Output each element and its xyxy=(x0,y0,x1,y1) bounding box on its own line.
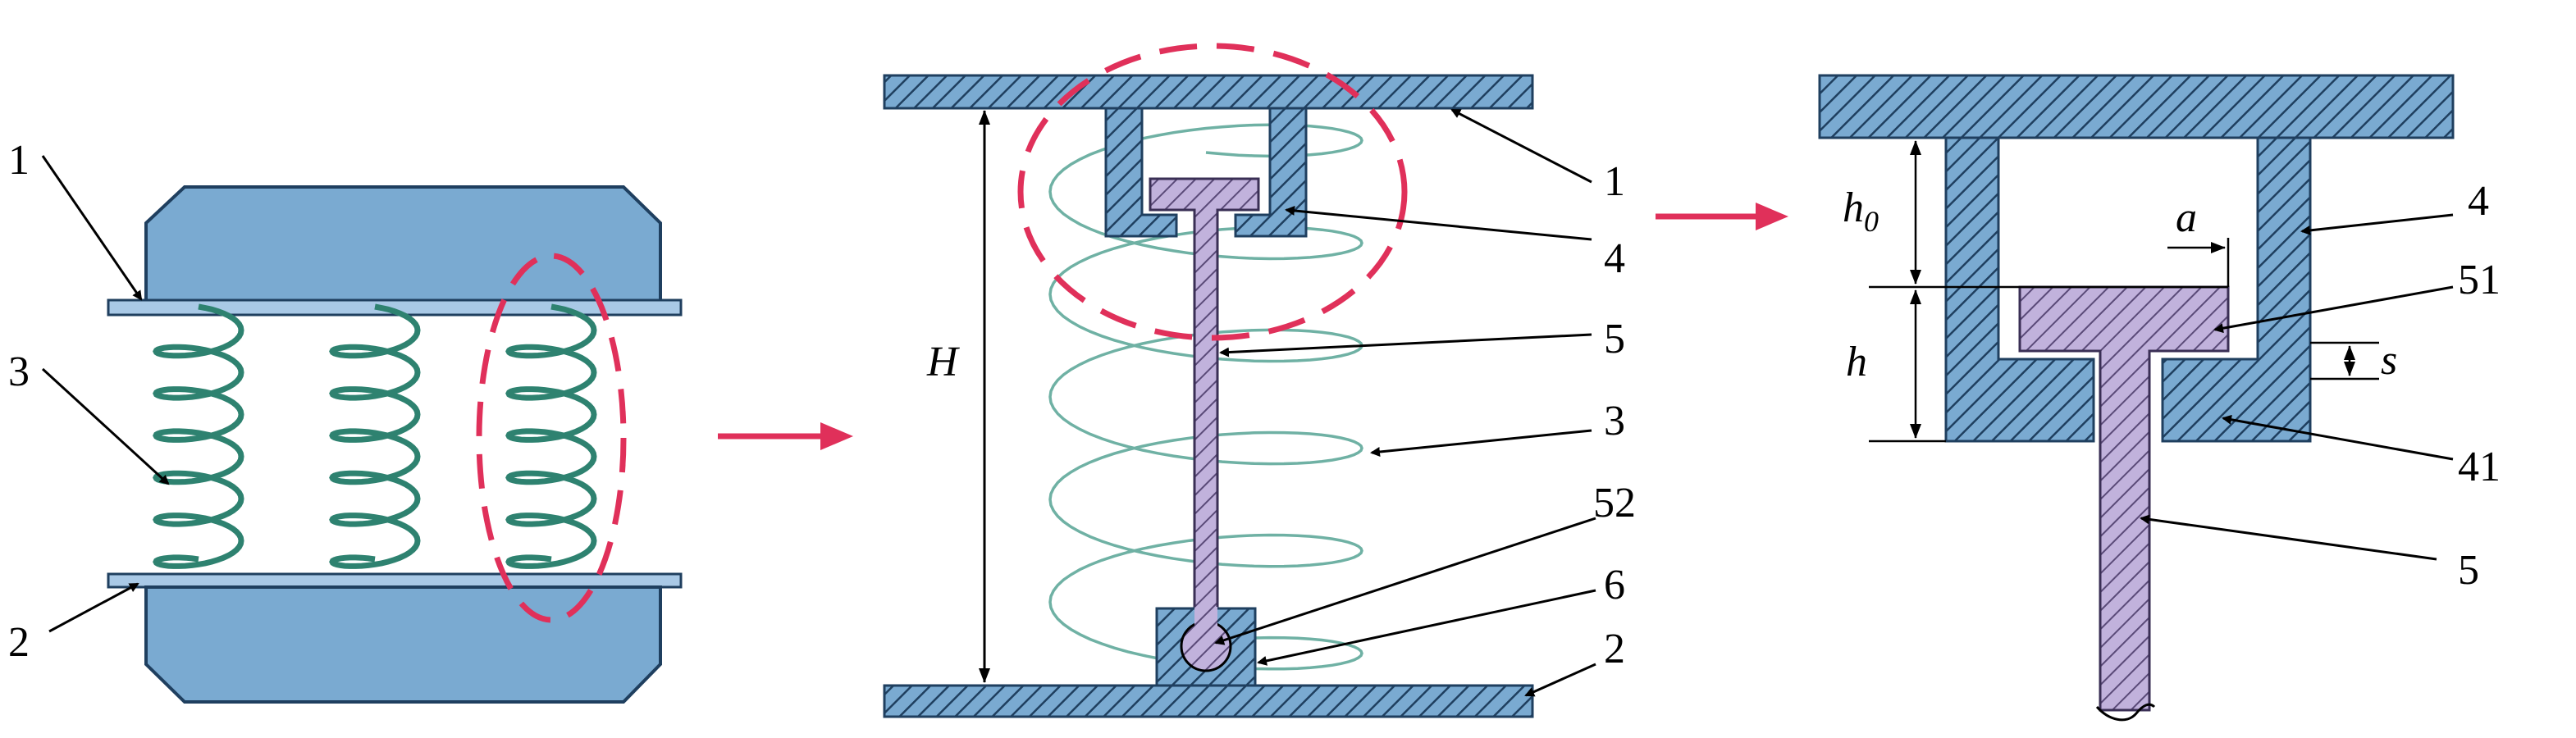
label-52-panel2: 52 xyxy=(1593,480,1636,526)
label-6-panel2: 6 xyxy=(1604,562,1625,608)
label-1-panel1: 1 xyxy=(8,137,30,184)
dimension-h0: h0 xyxy=(1843,184,1879,238)
label-5-panel3: 5 xyxy=(2458,547,2479,594)
top-plate-section xyxy=(883,74,1534,110)
top-plate-detail xyxy=(1818,74,2455,139)
dimension-H: H xyxy=(926,339,960,385)
spring-coil-3 xyxy=(505,303,597,569)
highlight-ellipse-panel2 xyxy=(1017,43,1408,341)
panel-1-isolator-overview: 1 3 2 xyxy=(8,137,683,704)
spring-coil-2 xyxy=(329,303,421,569)
highlight-ellipse-panel1 xyxy=(476,253,627,623)
rod-head-part-51 xyxy=(2018,285,2230,712)
panel-3-detail-view: h0 h a s 4 51 41 5 xyxy=(1818,74,2501,722)
label-2-panel2: 2 xyxy=(1604,626,1625,672)
panel-2-section-view: H 1 4 5 3 52 6 2 xyxy=(883,43,1636,718)
springs-group xyxy=(153,303,597,569)
label-3-panel1: 3 xyxy=(8,348,30,395)
label-4-panel3: 4 xyxy=(2468,178,2489,225)
arrow-right-icon xyxy=(718,422,853,450)
label-3-panel2: 3 xyxy=(1604,398,1625,444)
spring-helix-line xyxy=(1048,123,1363,671)
label-2-panel1: 2 xyxy=(8,619,30,666)
top-plate xyxy=(107,298,683,317)
label-5-panel2: 5 xyxy=(1604,316,1625,362)
dimension-s: s xyxy=(2381,337,2397,384)
bottom-plate-section xyxy=(883,684,1534,718)
arrow-right-icon xyxy=(1656,203,1788,230)
label-51-panel3: 51 xyxy=(2458,257,2501,303)
label-41-panel3: 41 xyxy=(2458,444,2501,490)
dimension-h: h xyxy=(1846,339,1867,385)
cup-part-4 xyxy=(1104,107,1308,238)
bottom-plate xyxy=(107,572,683,589)
spring-coil-1 xyxy=(153,303,244,569)
rod-break-line xyxy=(2095,703,2156,722)
cup-part-41-detail xyxy=(2161,136,2312,443)
label-1-panel2: 1 xyxy=(1604,158,1625,205)
dimension-a: a xyxy=(2176,194,2197,241)
label-4-panel2: 4 xyxy=(1604,235,1625,282)
top-mass-block xyxy=(144,185,662,307)
spring-coil-section xyxy=(1048,123,1363,671)
